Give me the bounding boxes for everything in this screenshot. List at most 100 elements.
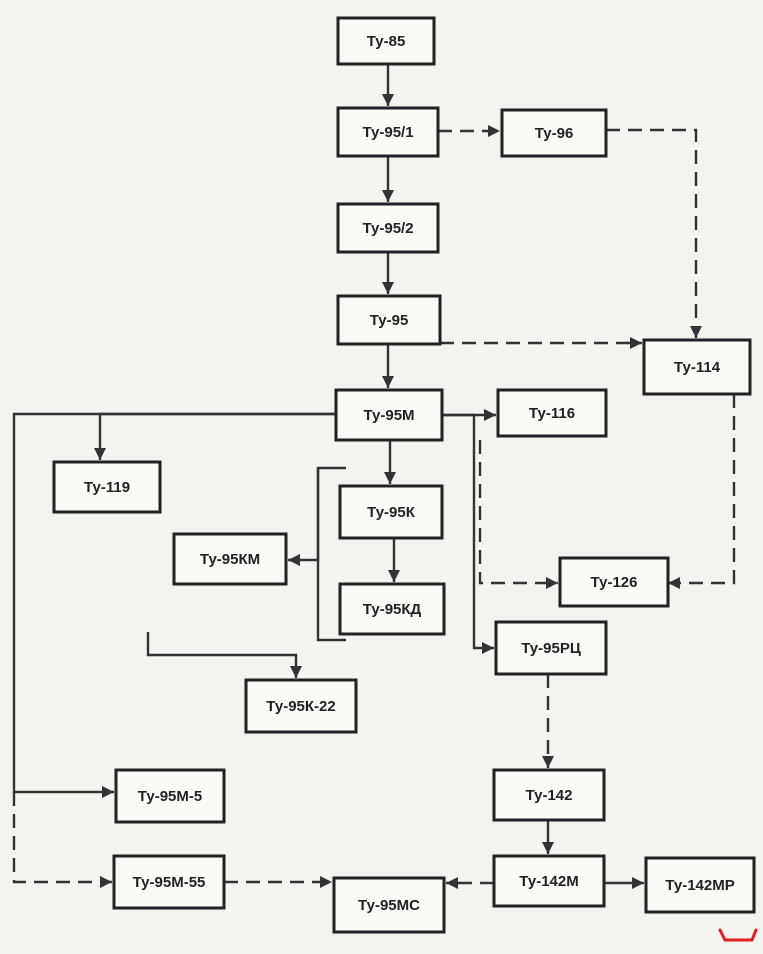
- node-label: Ту-95К-22: [266, 698, 335, 715]
- arrowhead-icon: [102, 786, 114, 798]
- edge-tu95m-to-tu119: [94, 412, 336, 460]
- node-box: [496, 388, 608, 438]
- node-label: Ту-114: [674, 359, 721, 376]
- node-box: [336, 16, 436, 66]
- node-tu126: Ту-126: [558, 556, 670, 608]
- edge-line: [12, 412, 336, 794]
- arrowhead-icon: [632, 877, 644, 889]
- node-label: Ту-142: [526, 787, 573, 804]
- edge-tu142-to-tu142m: [542, 820, 554, 854]
- edge-tu95-to-tu114: [440, 337, 642, 349]
- node-tu95ms: Ту-95МС: [332, 876, 446, 934]
- node-label: Ту-85: [367, 33, 406, 50]
- edge-line: [606, 128, 698, 338]
- node-tu95m5: Ту-95М-5: [114, 768, 226, 824]
- node-box: [332, 876, 446, 934]
- edge-tu96-to-tu114: [606, 128, 702, 338]
- node-box: [336, 106, 440, 158]
- node-tu119: Ту-119: [52, 460, 162, 514]
- group-bracket: [316, 468, 346, 642]
- node-label: Ту-95КД: [363, 601, 422, 618]
- node-tu95rc: Ту-95РЦ: [494, 620, 608, 676]
- node-box: [558, 556, 670, 608]
- node-label: Ту-142М: [519, 873, 578, 890]
- node-label: Ту-142МР: [665, 877, 734, 894]
- edge-line: [442, 413, 494, 650]
- node-label: Ту-95М-55: [133, 874, 206, 891]
- node-box: [338, 484, 444, 540]
- node-label: Ту-96: [535, 125, 574, 142]
- node-tu95-1: Ту-95/1: [336, 106, 440, 158]
- edge-line: [146, 632, 298, 678]
- node-label: Ту-95/2: [362, 220, 413, 237]
- node-box: [494, 620, 608, 676]
- arrowhead-icon: [446, 877, 458, 889]
- arrowhead-icon: [382, 94, 394, 106]
- node-box: [492, 854, 606, 908]
- edge-line: [478, 440, 558, 585]
- arrowhead-icon: [388, 570, 400, 582]
- node-box: [336, 294, 442, 346]
- arrowhead-icon: [542, 842, 554, 854]
- arrowhead-icon: [382, 376, 394, 388]
- node-tu95m55: Ту-95М-55: [112, 854, 226, 910]
- arrowhead-icon: [542, 756, 554, 768]
- node-label: Ту-95К: [367, 504, 416, 521]
- node-tu95-2: Ту-95/2: [336, 202, 440, 254]
- arrowhead-icon: [384, 472, 396, 484]
- edge-line: [98, 412, 336, 460]
- edge-line: [12, 792, 112, 884]
- node-box: [492, 768, 606, 822]
- arrowhead-icon: [690, 326, 702, 338]
- edge-tu95-1-to-tu95-2: [382, 156, 394, 202]
- node-box: [642, 338, 752, 396]
- edge-tu95m-to-tu95m55: [12, 792, 112, 888]
- node-box: [112, 854, 226, 910]
- edge-tu142m-to-tu95ms: [446, 877, 494, 889]
- node-tu116: Ту-116: [496, 388, 608, 438]
- arrowhead-icon: [668, 577, 680, 589]
- node-label: Ту-119: [84, 479, 130, 496]
- edge-tu95m-to-tu95rc: [442, 413, 494, 654]
- node-tu114: Ту-114: [642, 338, 752, 396]
- node-box: [336, 202, 440, 254]
- red-corner-mark: [718, 928, 758, 942]
- node-tu95k: Ту-95К: [338, 484, 444, 540]
- arrowhead-icon: [482, 642, 494, 654]
- edge-tu95m55-to-tu95ms: [224, 876, 332, 888]
- arrowhead-icon: [382, 282, 394, 294]
- node-tu142mr: Ту-142МР: [644, 856, 756, 914]
- node-box: [500, 108, 608, 158]
- edge-tu95k-to-tu95k22: [146, 632, 302, 678]
- node-tu95kd: Ту-95КД: [338, 582, 446, 636]
- edge-tu95m-to-tu95m5: [12, 412, 336, 798]
- edge-tu95rc-to-tu142: [542, 674, 554, 768]
- node-tu95: Ту-95: [336, 294, 442, 346]
- edge-tu95m-to-tu95k: [384, 440, 396, 484]
- node-tu85: Ту-85: [336, 16, 436, 66]
- edge-tu95-2-to-tu95: [382, 252, 394, 294]
- arrowhead-icon: [382, 190, 394, 202]
- arrowhead-icon: [320, 876, 332, 888]
- node-tu95k22: Ту-95К-22: [244, 678, 358, 734]
- edge-tu95m-to-tu126: [478, 440, 558, 589]
- node-label: Ту-95М-5: [138, 788, 202, 805]
- arrowhead-icon: [630, 337, 642, 349]
- node-label: Ту-95КМ: [200, 551, 260, 568]
- node-box: [334, 388, 444, 442]
- edge-tu114-to-tu126: [668, 394, 736, 589]
- arrowhead-icon: [546, 577, 558, 589]
- arrowhead-icon: [100, 876, 112, 888]
- node-tu142m: Ту-142М: [492, 854, 606, 908]
- node-tu95m: Ту-95М: [334, 388, 444, 442]
- node-box: [172, 532, 288, 586]
- node-box: [244, 678, 358, 734]
- node-label: Ту-95РЦ: [521, 640, 581, 657]
- node-label: Ту-116: [529, 405, 575, 422]
- arrowhead-icon: [488, 125, 500, 137]
- node-tu95km: Ту-95КМ: [172, 532, 288, 586]
- arrowhead-icon: [288, 554, 300, 566]
- arrowhead-icon: [94, 448, 106, 460]
